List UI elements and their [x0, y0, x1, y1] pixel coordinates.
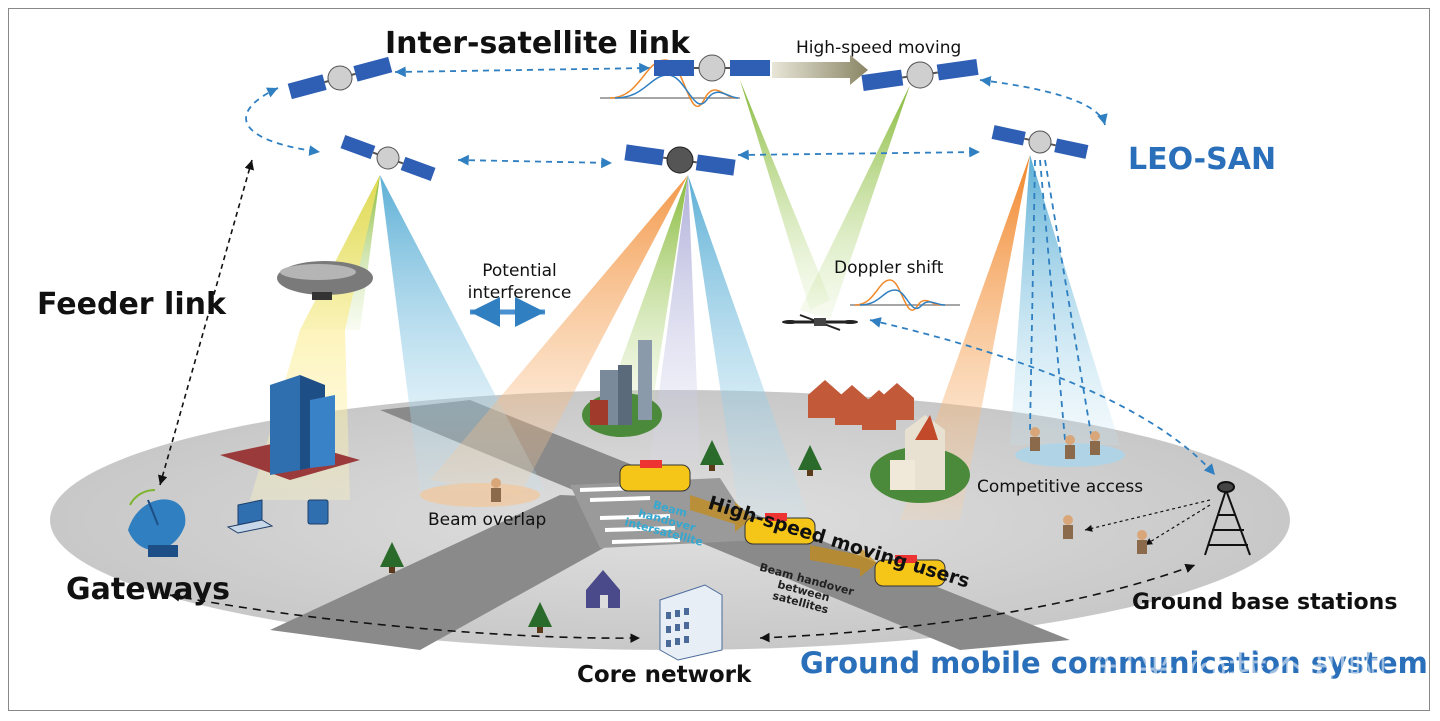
doppler-waveform-mid: [850, 279, 960, 311]
person-icon: [1090, 431, 1100, 455]
building-icon: [220, 375, 360, 480]
satellite-icon: [287, 56, 393, 100]
car-icon: [874, 555, 946, 587]
inter-satellite-link-label: Inter-satellite link: [385, 26, 691, 61]
tree-icon: [700, 440, 724, 471]
potential-interference-label: Potential interference: [467, 261, 572, 303]
doppler-waveform-top: [600, 59, 740, 108]
person-icon: [491, 478, 501, 502]
house-icon: [586, 570, 620, 608]
tree-icon: [380, 542, 404, 573]
tree-icon: [798, 445, 822, 476]
person-icon: [1137, 530, 1147, 554]
beam-overlap-zone: [420, 483, 540, 507]
core-network-label: Core network: [577, 662, 752, 688]
watermark: 知乎 @我不知啊: [1095, 646, 1388, 692]
house-icon: [808, 380, 914, 430]
tablet-icon: [307, 499, 329, 525]
doppler-shift-label: Doppler shift: [834, 258, 944, 278]
competitive-access-label: Competitive access: [977, 477, 1144, 497]
satellite-icon: [654, 54, 770, 82]
high-speed-moving-label: High-speed moving: [796, 38, 962, 58]
inter-satellite-links: [245, 62, 1216, 476]
laptop-icon: [226, 499, 274, 534]
satellite-icon: [340, 135, 436, 181]
feeder-link-label: Feeder link: [37, 287, 226, 322]
car-movement-arrows: [690, 495, 877, 577]
tower-icon: [1204, 481, 1251, 556]
ground-base-stations-label: Ground base stations: [1132, 590, 1398, 615]
building-icon: [870, 415, 970, 503]
ground-network-links: [169, 499, 1211, 643]
satellite-icon: [624, 144, 736, 176]
gateways-label: Gateways: [66, 572, 231, 607]
drone-icon: [782, 314, 858, 331]
person-icon: [1065, 435, 1075, 459]
ground-mobile-communication-system-label: Ground mobile communication system: [800, 646, 1428, 680]
car-icon: [744, 513, 816, 545]
satellite-icon: [991, 125, 1089, 159]
feeder-link: [157, 159, 255, 486]
car-icon: [619, 460, 691, 492]
airship-icon: [277, 261, 373, 300]
diagram-frame: [8, 8, 1430, 711]
tree-icon: [528, 602, 552, 633]
high-speed-moving-arrow: [772, 55, 868, 85]
person-icon: [1063, 515, 1073, 539]
satellite-icon: [861, 59, 979, 91]
person-icon: [1030, 427, 1040, 451]
building-icon: [659, 584, 723, 661]
beam-overlap-label: Beam overlap: [428, 510, 547, 530]
building-icon: [582, 340, 662, 437]
dish-antenna-icon: [128, 489, 186, 557]
leo-san-label: LEO-SAN: [1128, 142, 1277, 177]
